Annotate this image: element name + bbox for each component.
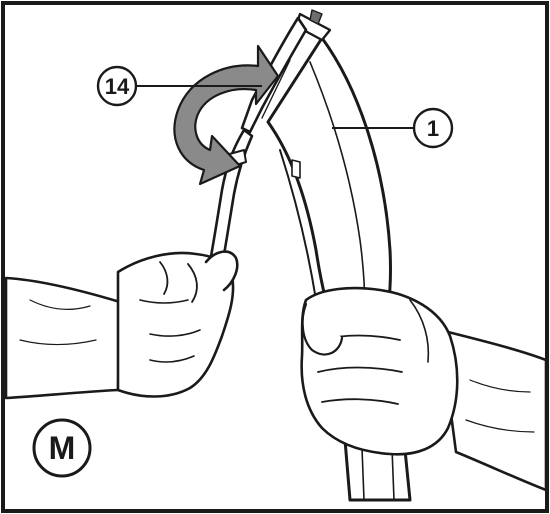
device-body — [266, 9, 412, 502]
callout-1-label: 1 — [427, 116, 439, 141]
left-hand — [4, 250, 239, 400]
step-label-circle — [32, 418, 92, 478]
callout-1-circle — [412, 107, 454, 149]
callout-14: 14 — [96, 65, 262, 107]
step-label-text: M — [49, 430, 76, 466]
step-label: M — [32, 418, 92, 478]
right-hand — [300, 286, 548, 492]
callout-1: 1 — [332, 107, 454, 149]
callout-14-circle — [96, 65, 138, 107]
rotation-arrow — [173, 44, 280, 186]
callout-14-label: 14 — [105, 74, 130, 99]
